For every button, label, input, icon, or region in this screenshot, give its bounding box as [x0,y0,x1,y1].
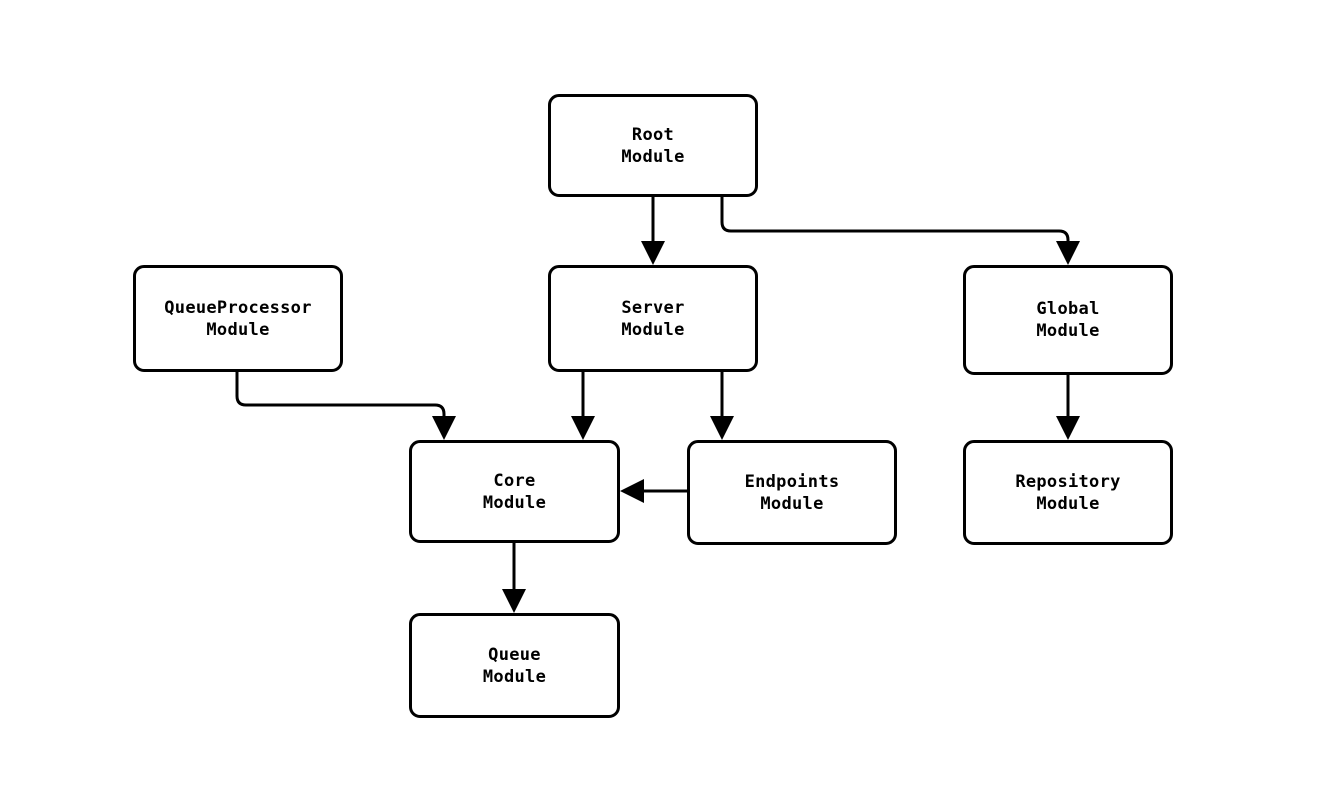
node-repository-module-line2: Module [1036,493,1100,514]
edge-queueprocessor-to-core [235,372,456,440]
node-global-module[interactable]: Global Module [963,265,1173,375]
edge-global-to-repository [1056,375,1080,440]
node-global-module-line2: Module [1036,321,1100,341]
node-endpoints-module-line1: Endpoints [744,471,840,492]
node-server-module-line2: Module [621,319,685,340]
node-core-module-line2: Module [482,492,547,513]
node-root-module[interactable]: Root Module [548,94,758,197]
node-queueprocessor-module-line1: QueueProcessor [164,297,312,318]
node-root-module-line2: Module [621,146,685,167]
node-server-module-line1: Server [621,297,685,318]
edge-root-to-server [641,197,665,265]
edge-root-to-global [720,197,1080,265]
node-core-module[interactable]: Core Module [409,440,620,543]
node-repository-module[interactable]: Repository Module [963,440,1173,545]
edge-endpoints-to-core [620,479,687,503]
node-queue-module[interactable]: Queue Module [409,613,620,718]
node-root-module-line1: Root [631,124,675,145]
node-repository-module-line1: Repository [1015,471,1121,492]
node-queueprocessor-module-line2: Module [206,319,270,340]
node-endpoints-module[interactable]: Endpoints Module [687,440,897,545]
node-queue-module-line1: Queue [488,644,541,665]
edge-server-to-endpoints [710,372,734,440]
node-endpoints-module-line2: Module [760,493,824,514]
node-queueprocessor-module[interactable]: QueueProcessor Module [133,265,343,372]
edge-core-to-queue [502,543,526,613]
edge-server-to-core [571,372,595,440]
node-core-module-line1: Core [493,470,536,491]
node-global-module-line1: Global [1036,299,1100,319]
node-queue-module-line2: Module [482,666,547,687]
node-server-module[interactable]: Server Module [548,265,758,372]
